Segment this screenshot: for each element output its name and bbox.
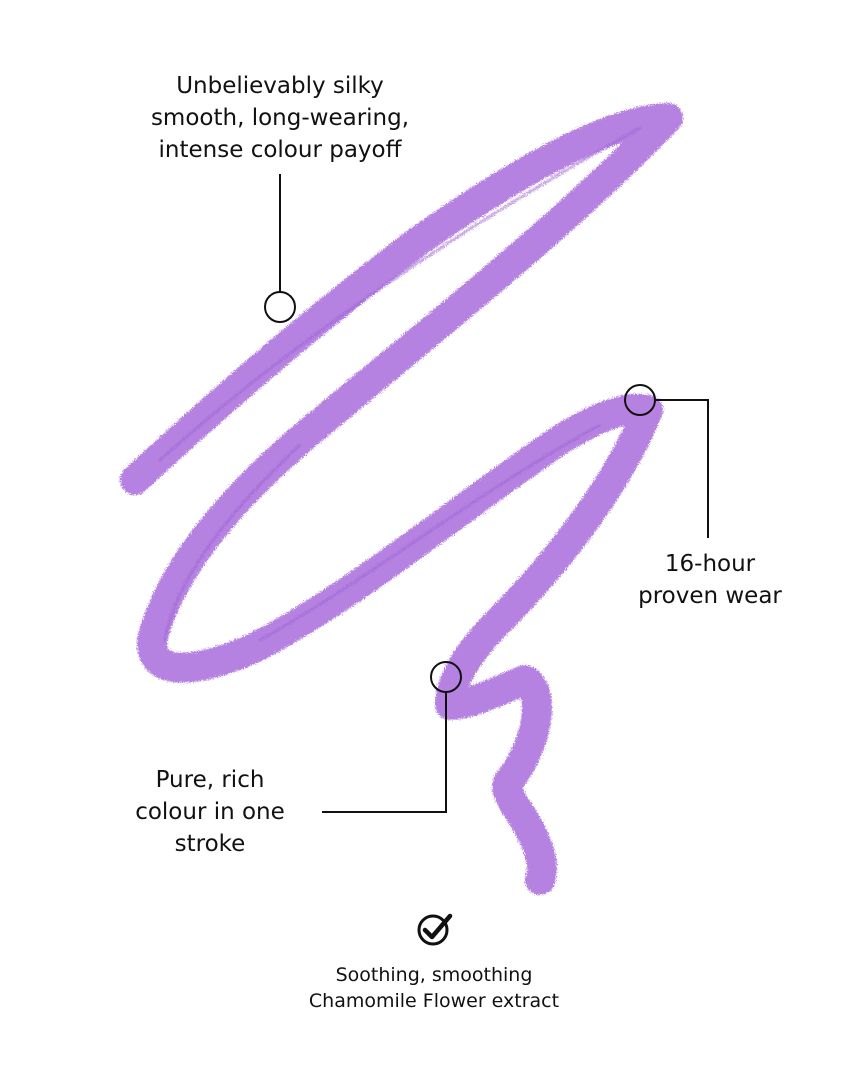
callout-leader-wear [655, 399, 709, 538]
benefit-text: Soothing, smoothing Chamomile Flower ext… [234, 962, 634, 1014]
callout-silky-line: smooth, long-wearing, [150, 105, 410, 131]
callout-leader-rich [322, 692, 447, 813]
callout-wear-line: proven wear [638, 583, 782, 609]
callout-wear-line: 16-hour [664, 551, 756, 577]
callout-rich-line: stroke [174, 831, 246, 857]
callout-rich-line: colour in one [135, 799, 285, 825]
callout-marker-silky [264, 291, 296, 323]
benefit-line: Chamomile Flower extract [308, 990, 560, 1012]
swatch-stroke [120, 103, 683, 895]
callout-silky-text: Unbelievably silky smooth, long-wearing,… [120, 70, 440, 166]
callout-rich-line: Pure, rich [155, 767, 265, 793]
callout-silky-line: Unbelievably silky [176, 73, 384, 99]
swatch-texture [158, 126, 642, 642]
callout-rich-text: Pure, rich colour in one stroke [120, 764, 300, 860]
check-circle-icon [417, 913, 453, 946]
benefit-line: Soothing, smoothing [335, 964, 533, 986]
callout-wear-text: 16-hour proven wear [600, 548, 820, 612]
callout-silky-line: intense colour payoff [158, 137, 402, 163]
